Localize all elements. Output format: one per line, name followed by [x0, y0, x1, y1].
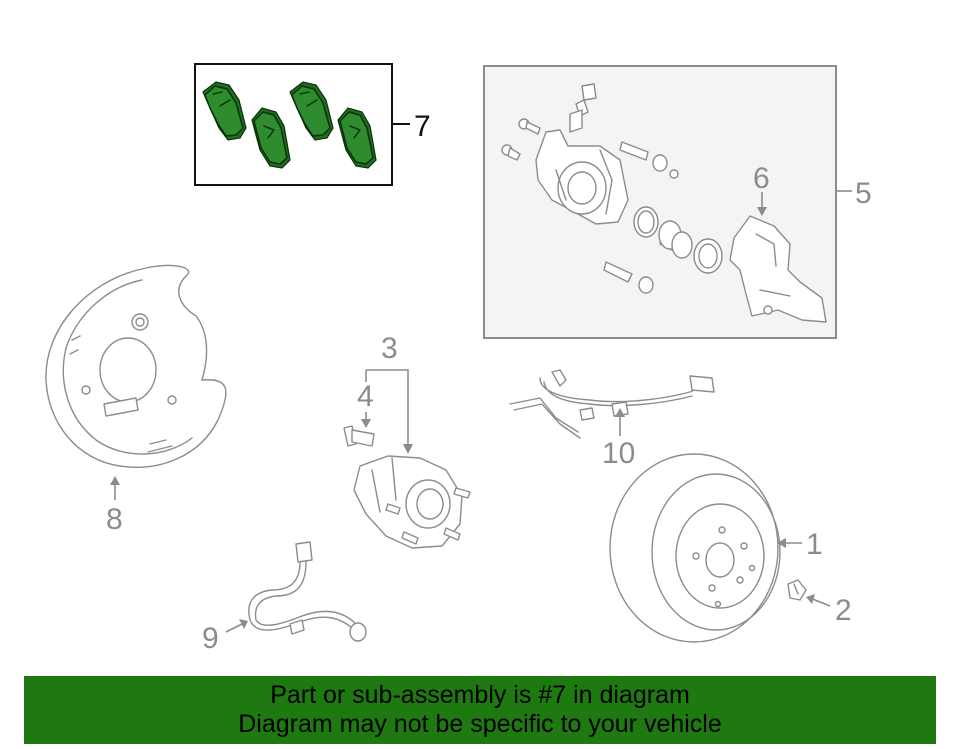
- part-10-abs-sensor-wire[interactable]: 10: [509, 369, 715, 470]
- callout-10: 10: [602, 437, 635, 470]
- callout-1: 1: [806, 528, 823, 561]
- part-7-brake-pads-group[interactable]: 7: [194, 63, 431, 186]
- callout-4: 4: [357, 380, 374, 413]
- guide-pin-upper: [619, 141, 679, 179]
- callout-2: 2: [835, 594, 852, 627]
- callout-7: 7: [414, 110, 431, 143]
- leader-2-arrow: [806, 594, 815, 604]
- wheel-stud-4: [385, 503, 401, 515]
- wheel-stud-1: [453, 487, 471, 499]
- leader-1-arrow: [777, 538, 786, 548]
- piston-seal: [633, 206, 659, 238]
- brake-pad-2: [251, 107, 291, 169]
- part-6-caliper-bracket[interactable]: 6: [729, 162, 827, 323]
- bleeder-screw: [569, 83, 597, 133]
- brake-pad-1: [202, 81, 247, 141]
- leader-9-arrow: [239, 619, 248, 629]
- guide-bolt-left: [501, 144, 521, 161]
- banner-line-1: Part or sub-assembly is #7 in diagram: [270, 681, 690, 709]
- brake-pad-3: [289, 81, 334, 141]
- part-5-caliper-assembly-group[interactable]: 5: [483, 65, 872, 339]
- notice-banner: Part or sub-assembly is #7 in diagram Di…: [24, 676, 936, 744]
- piston: [658, 220, 693, 259]
- callout-3: 3: [381, 332, 398, 365]
- leader-4-arrow: [361, 419, 371, 428]
- callout-6: 6: [753, 162, 770, 195]
- callout-8: 8: [106, 503, 123, 536]
- callout-5: 5: [855, 177, 872, 210]
- callout-9: 9: [202, 622, 219, 655]
- wheel-stud-3: [443, 527, 461, 541]
- banner-line-2: Diagram may not be specific to your vehi…: [238, 710, 722, 738]
- leader-3-arrow: [403, 444, 413, 454]
- wheel-stud-2: [401, 531, 419, 545]
- part-8-backing-plate[interactable]: 8: [45, 264, 227, 536]
- part-9-abs-sensor-wire[interactable]: 9: [202, 541, 367, 655]
- leader-8-arrow: [110, 476, 120, 485]
- part-4-hub-bolt[interactable]: 4: [343, 370, 380, 447]
- leader-3: [366, 369, 409, 450]
- guide-bolt-upper: [518, 118, 541, 135]
- leader-10-arrow: [615, 408, 625, 417]
- guide-pin-lower: [603, 261, 654, 294]
- leader-6-arrow: [757, 207, 767, 216]
- piston-boot: [693, 238, 723, 274]
- part-1-brake-rotor[interactable]: 1: [609, 453, 823, 643]
- brake-pad-4: [337, 107, 377, 169]
- caliper-body: [535, 129, 629, 225]
- part-2-rotor-screw[interactable]: 2: [787, 579, 852, 627]
- part-3-hub-bearing[interactable]: 3: [353, 332, 471, 549]
